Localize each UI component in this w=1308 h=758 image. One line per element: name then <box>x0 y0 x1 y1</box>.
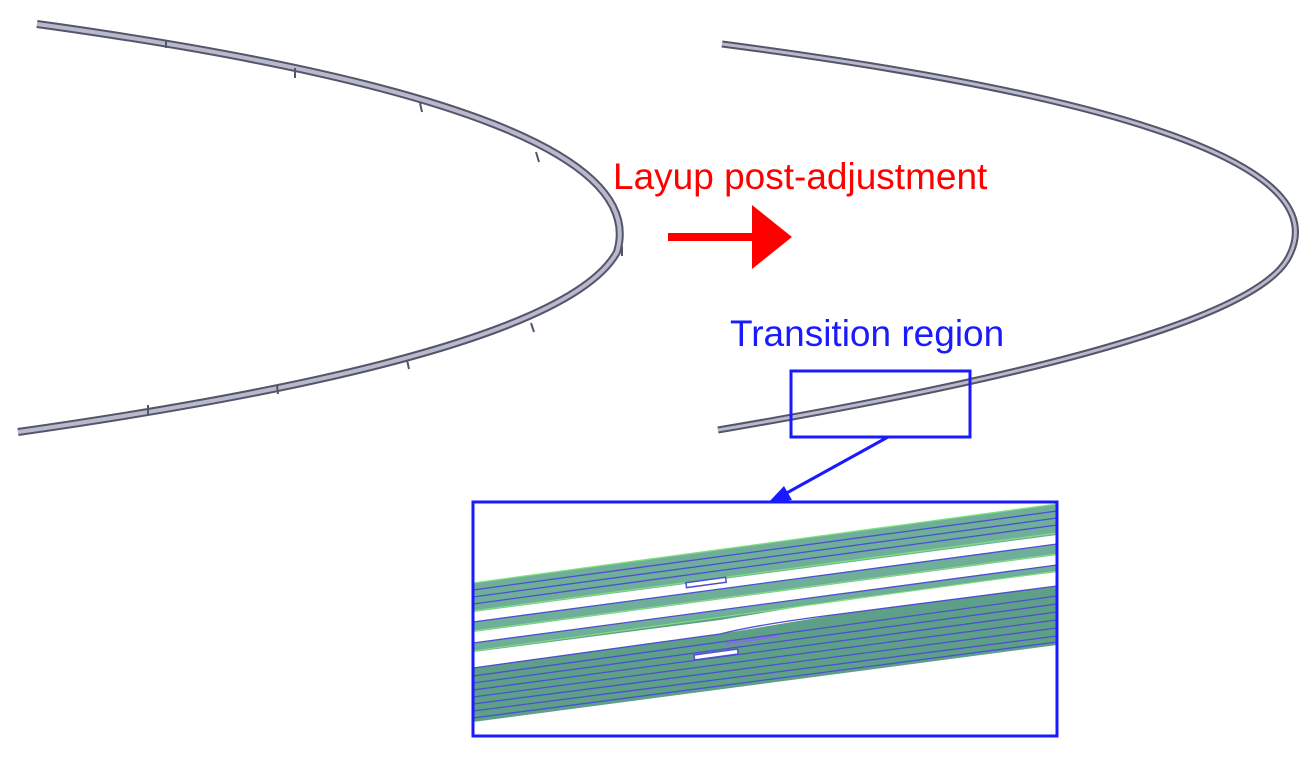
layup-adjustment-label: Layup post-adjustment <box>613 156 988 197</box>
ply-line <box>473 633 721 669</box>
ply-line <box>473 595 1057 677</box>
ply-drop-step <box>406 359 410 370</box>
ply-drop-step <box>276 384 279 395</box>
ply-line <box>473 510 1057 591</box>
transition-region-box <box>789 369 972 439</box>
ply-drop-step <box>535 151 540 163</box>
callout-arrow-icon <box>768 435 889 503</box>
ply-line <box>473 611 1057 691</box>
ply-drop-step <box>530 322 535 333</box>
arrow-head <box>752 205 792 269</box>
ply-line <box>719 585 1057 635</box>
ply-line <box>473 553 1057 632</box>
ply-drop-marker <box>693 648 740 661</box>
original-layup-shell <box>17 20 624 436</box>
ply-line <box>473 532 1057 612</box>
ply-line <box>473 635 1057 712</box>
ply-drop-marker <box>685 576 728 589</box>
zoomed-transition-panel <box>471 500 1059 738</box>
ply-line <box>473 543 1057 623</box>
arrow-shaft <box>668 233 758 241</box>
callout-line <box>782 435 889 497</box>
original-layup-inner <box>17 22 622 434</box>
ply-drop-marker <box>725 635 779 645</box>
ply-drop-markers <box>685 576 779 661</box>
ply-line <box>473 603 1057 684</box>
ply-boundaries <box>473 503 1057 719</box>
right-arrow-icon <box>668 205 792 269</box>
callout-head <box>768 486 792 503</box>
ply-stack-detail <box>473 503 1057 722</box>
ply-line <box>473 564 1057 644</box>
gap-band-2 <box>473 555 1057 643</box>
ply-line <box>473 503 1057 584</box>
ply-drop-step <box>419 102 423 113</box>
zoom-panel-frame <box>471 500 1059 738</box>
ply-drop-steps <box>147 40 623 414</box>
transition-region-label: Transition region <box>730 313 1005 354</box>
adjusted-layup-profile <box>717 40 1299 434</box>
ply-line <box>473 641 1057 719</box>
gap-band-1 <box>473 535 1057 622</box>
ply-line <box>473 619 1057 698</box>
gap-band-3 <box>473 572 1057 668</box>
ply-line <box>473 524 1057 605</box>
ply-line <box>473 517 1057 598</box>
adjusted-layup-inner <box>717 42 1297 432</box>
original-layup-profile <box>17 20 624 436</box>
ply-line <box>473 627 1057 705</box>
ply-line <box>473 570 1057 652</box>
